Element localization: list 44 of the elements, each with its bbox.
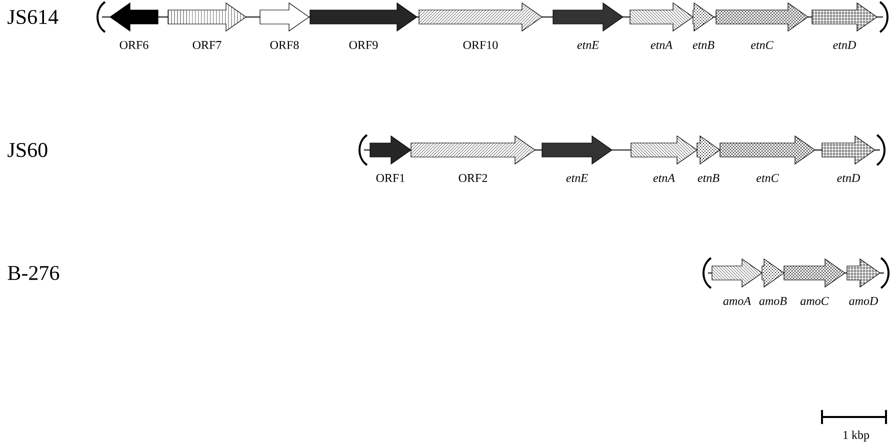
gene: amoD bbox=[846, 258, 881, 305]
node-label: ORF7 bbox=[192, 40, 222, 50]
node-label: amoD bbox=[849, 297, 878, 305]
gene: etnC bbox=[716, 2, 809, 50]
node-label: amoB bbox=[759, 297, 787, 305]
node-label: etnD bbox=[833, 41, 856, 49]
node-label: ORF8 bbox=[270, 40, 299, 50]
gene: ORF10 bbox=[418, 2, 543, 50]
gene: amoB bbox=[759, 258, 787, 305]
gene: ORF6 bbox=[109, 2, 158, 50]
gene: etnB bbox=[692, 2, 715, 49]
node-label: ORF2 bbox=[458, 174, 488, 182]
node-label: etnE bbox=[577, 41, 599, 49]
gene: etnE bbox=[542, 135, 613, 182]
node-label: etnA bbox=[650, 40, 673, 50]
gene: etnE bbox=[552, 2, 624, 49]
node-label: amoC bbox=[800, 296, 829, 306]
node-label: etnC bbox=[751, 40, 774, 50]
node-label: etnD bbox=[837, 174, 860, 182]
node-label: amoA bbox=[723, 296, 752, 306]
gene: ORF8 bbox=[260, 2, 310, 50]
strain-label: B-276 bbox=[8, 266, 60, 280]
node-label: ORF10 bbox=[463, 40, 498, 50]
node-label: ORF9 bbox=[349, 40, 378, 50]
gene: etnA bbox=[630, 135, 698, 182]
gene: ORF1 bbox=[370, 135, 412, 182]
gene: etnD bbox=[812, 2, 878, 49]
node-label: etnE bbox=[566, 174, 588, 182]
node-label: etnC bbox=[756, 174, 779, 182]
gene: etnB bbox=[696, 135, 721, 182]
gene: etnA bbox=[630, 2, 694, 50]
node-label: ORF6 bbox=[120, 40, 148, 50]
node-label: etnA bbox=[653, 174, 676, 182]
strain-label: JS60 bbox=[8, 142, 48, 158]
strain-label: JS614 bbox=[8, 10, 58, 24]
gene: etnD bbox=[822, 135, 876, 182]
scale-label: 1 kbp bbox=[844, 430, 870, 442]
node-label: etnB bbox=[692, 41, 714, 49]
node-label: ORF1 bbox=[376, 174, 404, 182]
gene: ORF2 bbox=[410, 135, 536, 182]
gene: ORF9 bbox=[310, 2, 418, 50]
gene: ORF7 bbox=[168, 2, 247, 50]
gene: etnC bbox=[720, 135, 816, 182]
node-label: etnB bbox=[698, 174, 720, 182]
